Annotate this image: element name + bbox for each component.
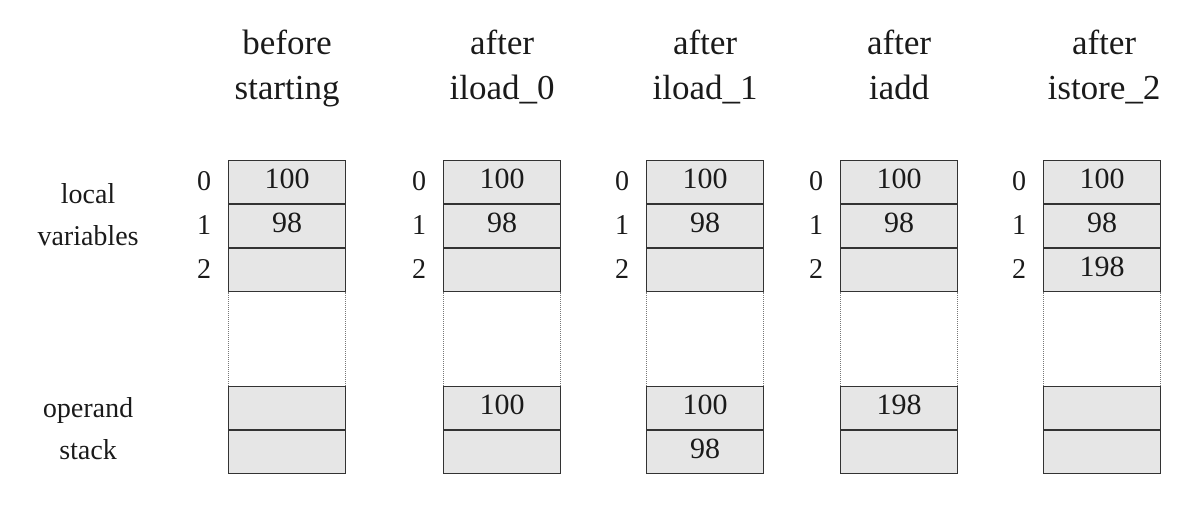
stack-slot-0: 100: [443, 386, 561, 430]
local-slot-1: 98: [1043, 204, 1161, 248]
local-index-1: 1: [412, 210, 426, 241]
local-index-1: 1: [1012, 210, 1026, 241]
local-slot-2: [840, 248, 958, 292]
local-slot-2: [646, 248, 764, 292]
local-slot-0: 100: [646, 160, 764, 204]
stack-slot-1: [1043, 430, 1161, 474]
local-slot-0: 100: [228, 160, 346, 204]
stack-slot-0: [228, 386, 346, 430]
local-slot-2: 198: [1043, 248, 1161, 292]
local-slot-0: 100: [443, 160, 561, 204]
column-title: after istore_2: [1004, 20, 1194, 110]
local-index-2: 2: [809, 254, 823, 285]
column-title-line2: starting: [234, 68, 340, 107]
local-slot-1: 98: [840, 204, 958, 248]
stack-slot-1: [228, 430, 346, 474]
local-index-0: 0: [1012, 166, 1026, 197]
stack-slot-0: 198: [840, 386, 958, 430]
stack-slot-1: [443, 430, 561, 474]
column-title-line1: after: [469, 23, 535, 62]
column-title-line2: istore_2: [1047, 68, 1161, 107]
column-title: after iload_1: [605, 20, 805, 110]
local-index-2: 2: [1012, 254, 1026, 285]
column-title-line1: after: [866, 23, 932, 62]
stack-slot-0: [1043, 386, 1161, 430]
local-slot-2: [443, 248, 561, 292]
local-index-0: 0: [197, 166, 211, 197]
column-title: after iload_0: [402, 20, 602, 110]
local-variables-label-line1: local: [60, 179, 116, 210]
column-title-line1: after: [672, 23, 738, 62]
frame-gap: [228, 292, 346, 386]
column-title: before starting: [187, 20, 387, 110]
local-index-0: 0: [412, 166, 426, 197]
local-slot-0: 100: [1043, 160, 1161, 204]
local-index-2: 2: [615, 254, 629, 285]
column-title-line1: before: [242, 23, 332, 62]
stack-slot-1: 98: [646, 430, 764, 474]
local-slot-1: 98: [443, 204, 561, 248]
local-slot-1: 98: [646, 204, 764, 248]
local-slot-0: 100: [840, 160, 958, 204]
frame-gap: [840, 292, 958, 386]
frame-gap: [646, 292, 764, 386]
local-index-1: 1: [197, 210, 211, 241]
frame-gap: [443, 292, 561, 386]
operand-stack-label-line1: operand: [42, 393, 134, 424]
local-index-2: 2: [197, 254, 211, 285]
operand-stack-label-line2: stack: [59, 435, 117, 466]
local-index-0: 0: [615, 166, 629, 197]
local-index-1: 1: [809, 210, 823, 241]
local-index-1: 1: [615, 210, 629, 241]
column-title-line1: after: [1071, 23, 1137, 62]
column-title-line2: iload_1: [652, 68, 758, 107]
local-variables-label: local variables: [8, 174, 168, 258]
operand-stack-label: operand stack: [8, 388, 168, 472]
local-variables-label-line2: variables: [37, 221, 139, 252]
frame-gap: [1043, 292, 1161, 386]
column-title: after iadd: [799, 20, 999, 110]
column-title-line2: iadd: [868, 68, 930, 107]
local-index-0: 0: [809, 166, 823, 197]
stack-slot-1: [840, 430, 958, 474]
local-index-2: 2: [412, 254, 426, 285]
column-title-line2: iload_0: [449, 68, 555, 107]
stack-slot-0: 100: [646, 386, 764, 430]
local-slot-2: [228, 248, 346, 292]
local-slot-1: 98: [228, 204, 346, 248]
